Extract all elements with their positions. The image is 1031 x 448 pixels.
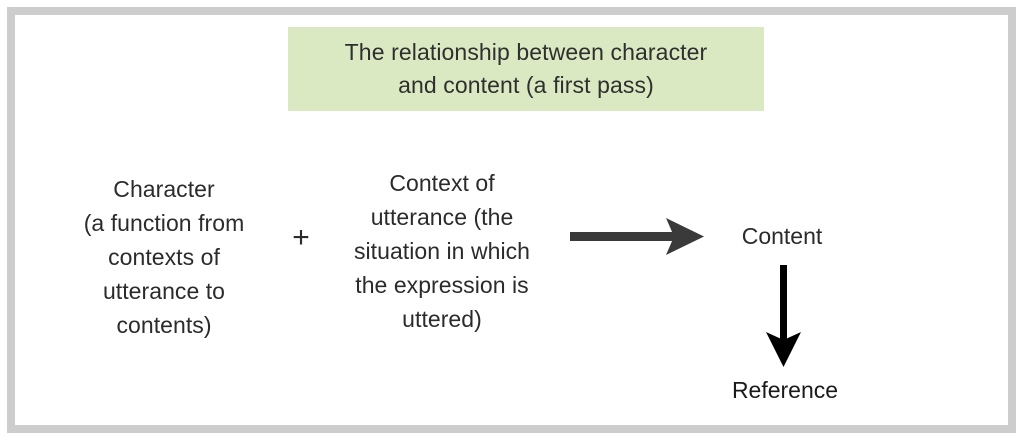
figure-title: The relationship between character and c… [344,39,708,98]
title-banner: The relationship between character and c… [288,27,764,111]
plus-operator: + [292,221,310,254]
node-reference: Reference [731,377,839,403]
arrow-down-icon [756,262,812,370]
arrow-right-icon [566,216,708,258]
node-character: Character (a function from contexts of u… [83,176,245,338]
node-context-of-utterance: Context of utterance (the situation in w… [353,170,531,332]
node-content: Content [741,223,823,249]
